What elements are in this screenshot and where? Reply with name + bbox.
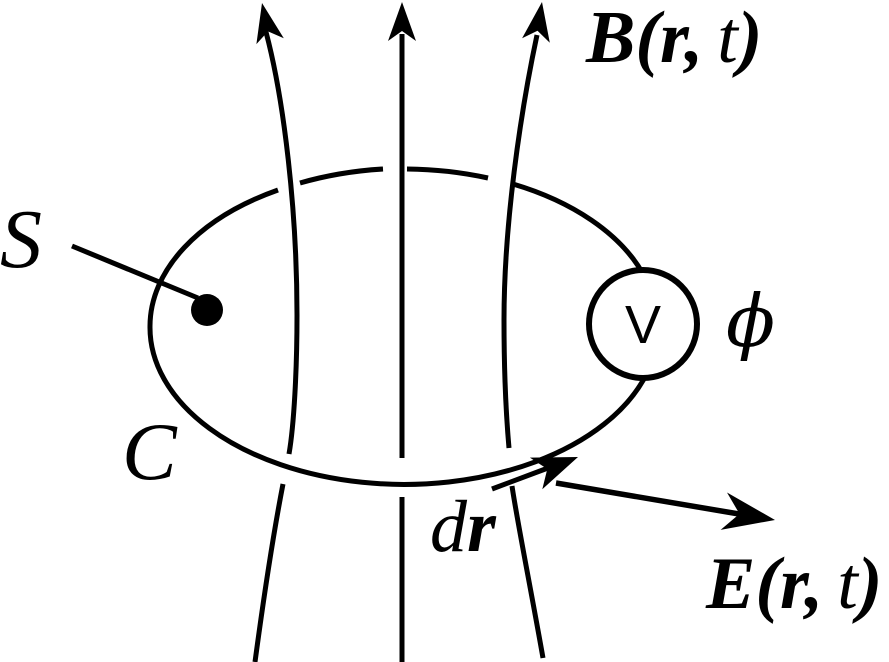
b-field-line-right-lower (509, 485, 546, 659)
loop-top-arc-segment (299, 166, 384, 186)
surface-s-label: S (0, 193, 42, 286)
dr-label-r: r (467, 486, 497, 568)
dr-arrow-shaft (491, 465, 549, 492)
b-field-lines (252, 2, 550, 662)
loop-top-arc-segment (406, 166, 489, 181)
b-arg-t: t (717, 0, 740, 79)
loop-bottom-arc (147, 325, 648, 487)
e-comma: , (803, 543, 824, 625)
b-field-line-right-upper (501, 34, 540, 449)
loop-top-arc-segment (147, 187, 279, 327)
voltmeter-v-label: V (625, 295, 661, 355)
e-field-arrow-shaft (555, 480, 746, 518)
e-arg-t: t (837, 543, 860, 625)
b-field-arrowhead-center-icon (388, 2, 416, 41)
curve-c-label: C (122, 406, 178, 497)
e-field-arrowhead-icon (720, 492, 775, 530)
e-field-arrow (555, 480, 775, 530)
b-field-line-left-upper (263, 31, 300, 455)
e-paren-close: ) (852, 543, 883, 625)
b-field-arrowhead-right-icon (522, 2, 550, 43)
b-comma: , (683, 0, 704, 79)
emf-phi-label: ϕ (726, 279, 775, 363)
surface-dot-icon (191, 294, 223, 326)
b-field-label: B(r,t) (585, 0, 762, 79)
dr-label-d: d (430, 486, 468, 568)
s-leader-line (71, 243, 199, 301)
dr-label: dr (430, 486, 497, 568)
b-symbol: B (585, 0, 635, 79)
loop-top-arc-segment (512, 181, 645, 274)
b-field-arrowhead-left-icon (256, 3, 284, 45)
b-field-line-left-lower (252, 483, 286, 662)
voltmeter-circle-icon (586, 267, 700, 381)
dr-arrowhead-icon (529, 457, 578, 490)
dr-vector-arrow (491, 457, 578, 492)
e-symbol: E (705, 543, 755, 625)
loop-curve (147, 166, 648, 487)
b-paren-close: ) (732, 0, 763, 79)
e-field-label: E(r,t) (705, 543, 882, 625)
